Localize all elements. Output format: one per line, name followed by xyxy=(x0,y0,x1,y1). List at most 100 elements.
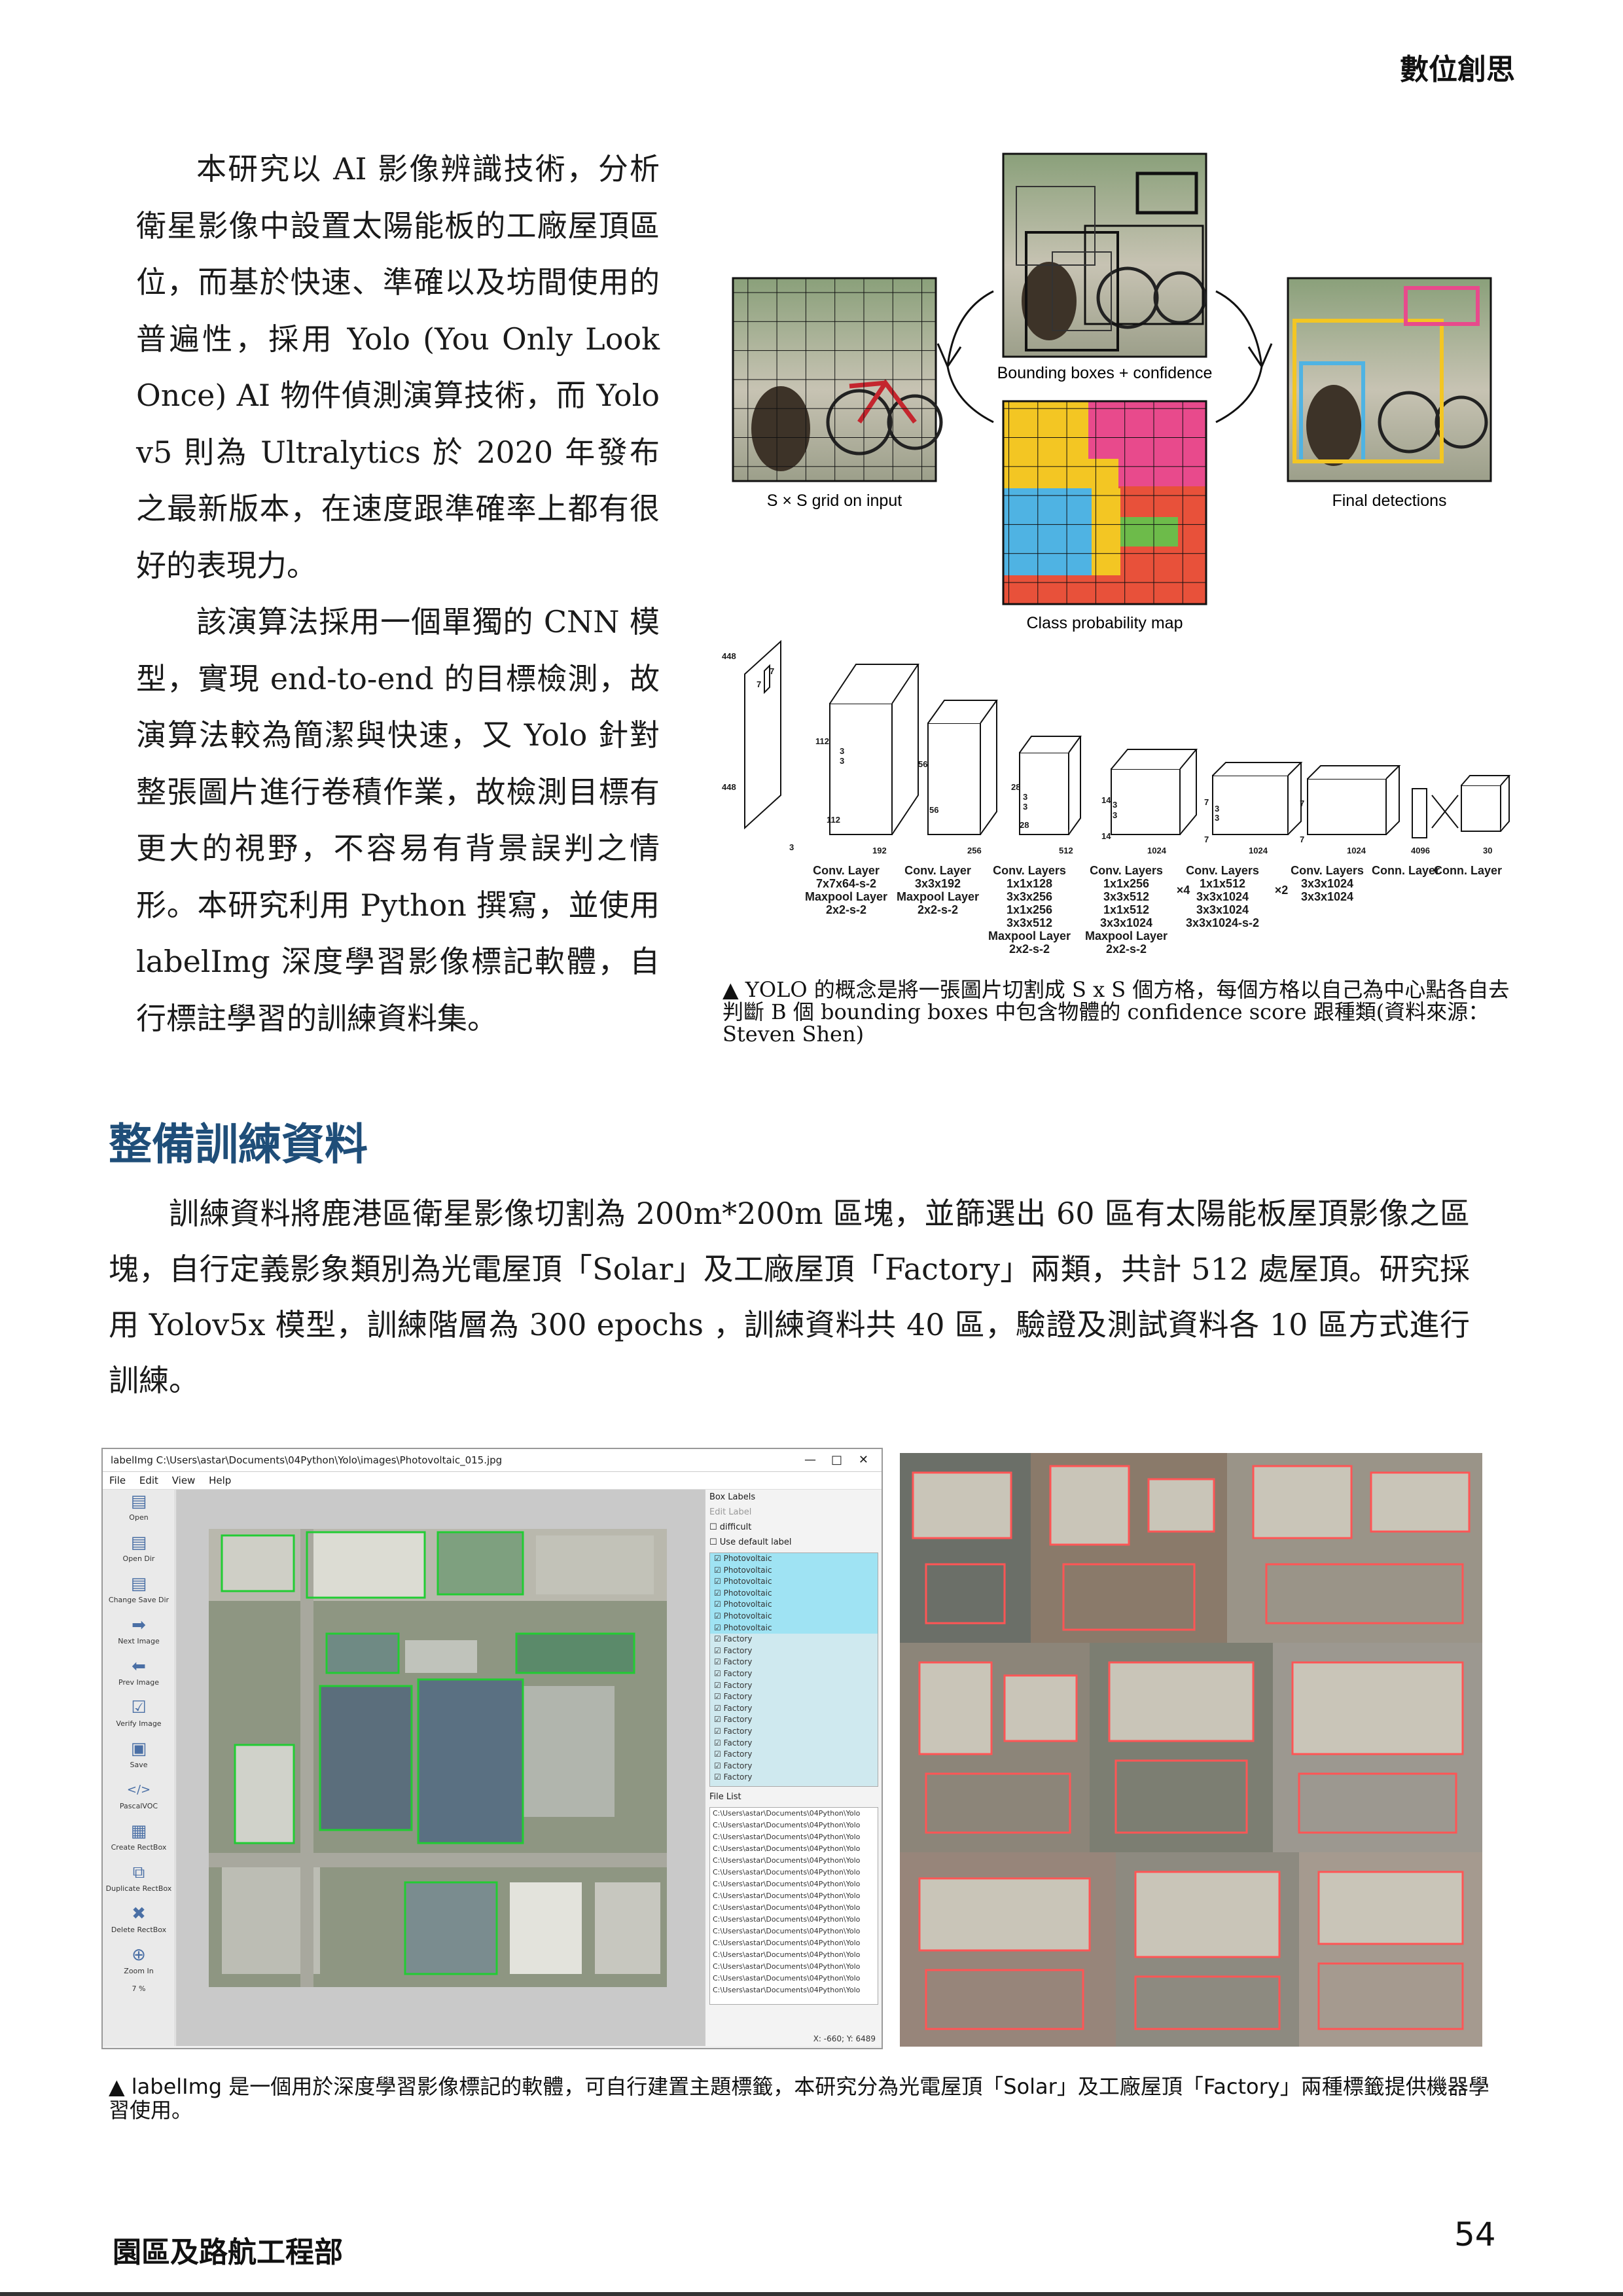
box-labels-header: Box Labels xyxy=(709,1492,756,1502)
list-item[interactable]: C:\Users\astar\Documents\04Python\Yolo xyxy=(713,1833,861,1841)
list-item[interactable]: C:\Users\astar\Documents\04Python\Yolo xyxy=(713,1962,861,1971)
dim-l2-h: 56 xyxy=(918,759,928,769)
tool-zoom-in[interactable]: ⊕Zoom In xyxy=(103,1943,175,1984)
list-item[interactable]: C:\Users\astar\Documents\04Python\Yolo xyxy=(713,1809,861,1818)
yolo-figure: S × S grid on input Bounding boxes + con… xyxy=(732,152,1511,838)
arrow-left-icon: ⬅ xyxy=(132,1657,146,1676)
list-item[interactable]: C:\Users\astar\Documents\04Python\Yolo xyxy=(713,1880,861,1888)
tool-create-rectbox[interactable]: ▦Create RectBox xyxy=(103,1820,175,1861)
rect-icon: ▦ xyxy=(130,1821,147,1841)
dim-k5-b: 3 xyxy=(1215,813,1220,823)
arrow-right-down xyxy=(1215,366,1263,423)
list-item[interactable]: ☑ Factory xyxy=(714,1668,753,1678)
menu-file[interactable]: File xyxy=(109,1475,126,1486)
list-item[interactable]: C:\Users\astar\Documents\04Python\Yolo xyxy=(713,1939,861,1947)
list-item[interactable]: C:\Users\astar\Documents\04Python\Yolo xyxy=(713,1950,861,1959)
page-number: 54 xyxy=(1454,2215,1496,2253)
intro-paragraph-1: 本研究以 AI 影像辨識技術，分析衛星影像中設置太陽能板的工廠屋頂區位，而基於快… xyxy=(136,151,660,583)
list-item[interactable]: ☑ Photovoltaic xyxy=(710,1576,878,1588)
dim-k4-a: 3 xyxy=(1113,800,1118,810)
list-item[interactable]: ☑ Factory xyxy=(714,1761,753,1770)
list-item[interactable]: ☑ Factory xyxy=(714,1634,753,1644)
dim-l6-h: 7 xyxy=(1300,798,1305,808)
dim-l6-w: 7 xyxy=(1300,834,1305,844)
labelimg-window: labelImg C:\Users\astar\Documents\04Pyth… xyxy=(101,1448,883,2049)
arrow-right-icon: ➡ xyxy=(132,1615,146,1635)
dim-l2-w: 56 xyxy=(929,805,939,815)
list-item[interactable]: ☑ Photovoltaic xyxy=(710,1599,878,1611)
tool-change-save-dir[interactable]: ▤Change Save Dir xyxy=(103,1572,175,1613)
section-paragraph: 訓練資料將鹿港區衛星影像切割為 200m*200m 區塊，並篩選出 60 區有太… xyxy=(109,1196,1470,1398)
classmap-label: Class probability map xyxy=(1027,614,1183,632)
edit-label-button[interactable]: Edit Label xyxy=(709,1507,752,1517)
use-default-label-checkbox[interactable]: ☐ Use default label xyxy=(709,1537,792,1547)
network-architecture xyxy=(744,639,1511,838)
list-item[interactable]: C:\Users\astar\Documents\04Python\Yolo xyxy=(713,1986,861,1994)
dim-l1-h: 112 xyxy=(815,736,829,746)
list-item[interactable]: ☑ Factory xyxy=(714,1657,753,1667)
list-item[interactable]: C:\Users\astar\Documents\04Python\Yolo xyxy=(713,1892,861,1900)
dim-l5-h: 7 xyxy=(1204,797,1209,807)
tool-pascalvoc[interactable]: </>PascalVOC xyxy=(103,1778,175,1820)
list-item[interactable]: ☑ Factory xyxy=(714,1749,753,1759)
dim-k2-b: 3 xyxy=(840,756,845,766)
list-item[interactable]: ☑ Factory xyxy=(714,1738,753,1748)
list-item[interactable]: ☑ Factory xyxy=(714,1703,753,1713)
save-icon: ▣ xyxy=(130,1739,147,1759)
list-item[interactable]: ☑ Photovoltaic xyxy=(710,1622,878,1634)
list-item[interactable]: ☑ Photovoltaic xyxy=(710,1610,878,1623)
network-repeat-4: ×4 xyxy=(1176,884,1190,897)
tool-verify-image[interactable]: ☑Verify Image xyxy=(103,1696,175,1737)
maximize-button[interactable]: □ xyxy=(830,1453,842,1467)
tool-delete-rectbox[interactable]: ✖Delete RectBox xyxy=(103,1902,175,1943)
class-probability-map xyxy=(1002,400,1207,605)
dim-k2-a: 3 xyxy=(840,746,845,756)
list-item[interactable]: C:\Users\astar\Documents\04Python\Yolo xyxy=(713,1844,861,1853)
list-item[interactable]: ☑ Photovoltaic xyxy=(710,1553,878,1565)
label-list[interactable]: ☑ Photovoltaic ☑ Photovoltaic ☑ Photovol… xyxy=(709,1552,878,1787)
difficult-checkbox[interactable]: ☐ difficult xyxy=(709,1522,752,1532)
list-item[interactable]: C:\Users\astar\Documents\04Python\Yolo xyxy=(713,1915,861,1924)
footer-department: 園區及路航工程部 xyxy=(113,2236,343,2269)
labelimg-titlebar: labelImg C:\Users\astar\Documents\04Pyth… xyxy=(103,1449,882,1472)
tool-open-dir[interactable]: ▤Open Dir xyxy=(103,1531,175,1572)
list-item[interactable]: ☑ Factory xyxy=(714,1680,753,1690)
list-item[interactable]: ☑ Factory xyxy=(714,1726,753,1736)
list-item[interactable]: C:\Users\astar\Documents\04Python\Yolo xyxy=(713,1903,861,1912)
file-list[interactable]: C:\Users\astar\Documents\04Python\Yolo C… xyxy=(709,1807,878,2005)
menu-help[interactable]: Help xyxy=(209,1475,232,1486)
list-item[interactable]: ☑ Factory xyxy=(714,1692,753,1702)
satellite-detection-mosaic xyxy=(900,1453,1482,2047)
menu-edit[interactable]: Edit xyxy=(139,1475,158,1486)
labelimg-window-title: labelImg C:\Users\astar\Documents\04Pyth… xyxy=(111,1454,503,1466)
list-item[interactable]: ☑ Photovoltaic xyxy=(710,1587,878,1600)
tool-prev-image[interactable]: ⬅Prev Image xyxy=(103,1655,175,1696)
list-item[interactable]: C:\Users\astar\Documents\04Python\Yolo xyxy=(713,1868,861,1876)
list-item[interactable]: C:\Users\astar\Documents\04Python\Yolo xyxy=(713,1821,861,1829)
list-item[interactable]: ☑ Factory xyxy=(714,1645,753,1655)
close-button[interactable]: ✕ xyxy=(858,1453,868,1467)
list-item[interactable]: C:\Users\astar\Documents\04Python\Yolo xyxy=(713,1856,861,1865)
code-icon: </> xyxy=(126,1783,151,1797)
minimize-button[interactable]: — xyxy=(804,1453,816,1467)
tool-open[interactable]: ▤Open xyxy=(103,1490,175,1531)
ch-1024-b: 1024 xyxy=(1249,846,1268,855)
tool-save[interactable]: ▣Save xyxy=(103,1737,175,1778)
list-item[interactable]: ☑ Factory xyxy=(714,1715,753,1725)
folder-icon: ▤ xyxy=(130,1492,147,1511)
menu-view[interactable]: View xyxy=(171,1475,196,1486)
list-item[interactable]: ☑ Photovoltaic xyxy=(710,1564,878,1577)
labelimg-canvas[interactable] xyxy=(176,1490,804,2046)
zoom-value[interactable]: 7 % xyxy=(132,1984,146,1993)
tool-duplicate-rectbox[interactable]: ⧉Duplicate RectBox xyxy=(103,1861,175,1902)
labelimg-toolbar: ▤Open ▤Open Dir ▤Change Save Dir ➡Next I… xyxy=(103,1490,175,2046)
tool-next-image[interactable]: ➡Next Image xyxy=(103,1613,175,1655)
list-item[interactable]: C:\Users\astar\Documents\04Python\Yolo xyxy=(713,1974,861,1982)
list-item[interactable]: C:\Users\astar\Documents\04Python\Yolo xyxy=(713,1927,861,1935)
yolo-caption: ▲ YOLO 的概念是將一張圖片切割成 S x S 個方格，每個方格以自己為中心… xyxy=(722,977,1510,1047)
list-item[interactable]: ☑ Factory xyxy=(714,1772,753,1782)
network-repeat-2: ×2 xyxy=(1274,884,1289,897)
header-title: 數位創思 xyxy=(1400,53,1515,86)
